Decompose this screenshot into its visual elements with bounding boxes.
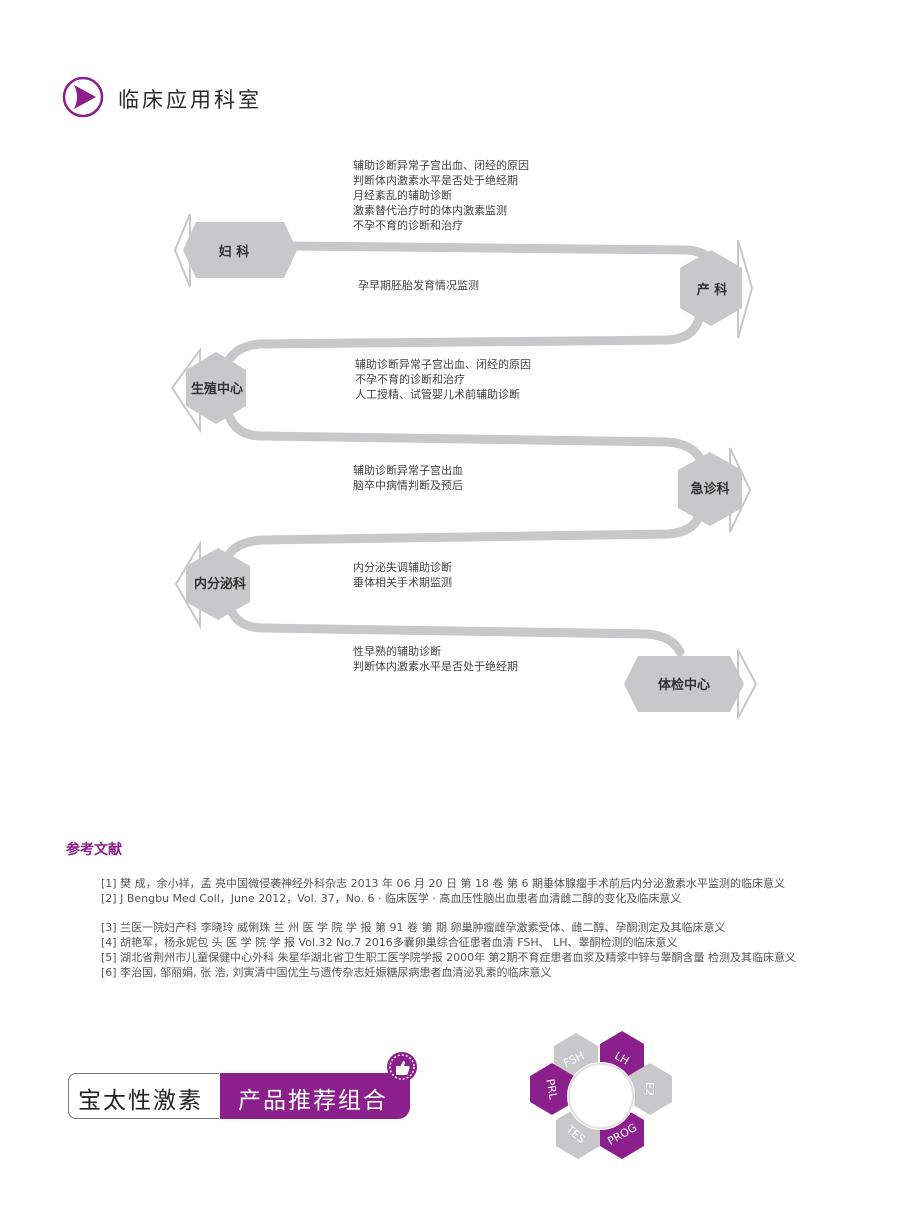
- reference-item: [6] 李治国, 邹丽娟, 张 浩, 刘寅清中国优生与遗传杂志妊娠糖尿病患者血清…: [101, 966, 552, 979]
- notes-emergency: 辅助诊断异常子宫出血 脑卒中病情判断及预后: [353, 463, 463, 493]
- notes-reproductive: 辅助诊断异常子宫出血、闭经的原因 不孕不育的诊断和治疗 人工授精、试管婴儿术前辅…: [355, 357, 531, 402]
- node-label-reproductive: 生殖中心: [191, 381, 243, 397]
- note-line: 辅助诊断异常子宫出血、闭经的原因: [355, 358, 531, 371]
- reference-item: [1] 樊 成，余小祥，孟 亮中国微侵袭神经外科杂志 2013 年 06 月 2…: [101, 877, 786, 890]
- node-label-gynecology: 妇 科: [218, 244, 250, 260]
- section-title: 临床应用科室: [118, 88, 262, 112]
- notes-gynecology: 辅助诊断异常子宫出血、闭经的原因 判断体内激素水平是否处于绝经期 月经紊乱的辅助…: [353, 158, 529, 233]
- note-line: 判断体内激素水平是否处于绝经期: [353, 660, 518, 673]
- reference-item: [5] 湖北省荆州市儿童保健中心外科 朱星华湖北省卫生职工医学院学报 2000年…: [101, 951, 797, 964]
- reference-item: [3] 兰医一院妇产科 李晓玲 威俐珠 兰 州 医 学 院 学 报 第 91 卷…: [101, 921, 726, 934]
- note-line: 辅助诊断异常子宫出血、闭经的原因: [353, 159, 529, 172]
- note-line: 月经紊乱的辅助诊断: [353, 189, 452, 202]
- thumbs-up-icon: [387, 1052, 417, 1082]
- flow-connectors: [223, 241, 717, 657]
- hex-prl: PRL: [530, 1063, 574, 1115]
- reference-item: [2] J Bengbu Med Coll，June 2012，Vol. 37，…: [101, 892, 682, 905]
- banner-right-text: 产品推荐组合: [238, 1088, 388, 1114]
- note-line: 性早熟的辅助诊断: [353, 645, 441, 658]
- note-line: 垂体相关手术期监测: [353, 576, 452, 589]
- references-list: [1] 樊 成，余小祥，孟 亮中国微侵袭神经外科杂志 2013 年 06 月 2…: [101, 876, 813, 980]
- note-line: 不孕不育的诊断和治疗: [353, 219, 463, 232]
- play-arrow-icon: [62, 76, 104, 118]
- node-reproductive: 生殖中心: [170, 346, 246, 434]
- hex-label-e2: E2: [643, 1082, 656, 1096]
- note-line: 孕早期胚胎发育情况监测: [358, 279, 479, 292]
- note-line: 内分泌失调辅助诊断: [353, 561, 452, 574]
- notes-endocrinology: 内分泌失调辅助诊断 垂体相关手术期监测: [353, 560, 452, 590]
- hex-label-prl: PRL: [543, 1078, 559, 1101]
- node-obstetrics: 产 科: [680, 239, 754, 339]
- hex-label-lh: LH: [612, 1049, 631, 1067]
- department-flow-diagram: 妇 科 产 科 生殖中心 急诊科 内分泌科 体检中心: [170, 213, 758, 719]
- node-gynecology: 妇 科: [173, 213, 297, 288]
- node-label-emergency: 急诊科: [690, 481, 729, 497]
- node-label-obstetrics: 产 科: [697, 282, 728, 298]
- hex-e2: E2: [628, 1063, 672, 1115]
- node-emergency: 急诊科: [678, 447, 752, 533]
- hormone-hex-ring: FSH LH E2 PROG TES PRL: [530, 1031, 672, 1159]
- note-line: 判断体内激素水平是否处于绝经期: [353, 174, 518, 187]
- note-line: 人工授精、试管婴儿术前辅助诊断: [355, 388, 520, 401]
- note-line: 激素替代治疗时的体内激素监测: [353, 204, 507, 217]
- references-title: 参考文献: [66, 842, 122, 858]
- banner-left-text: 宝太性激素: [78, 1088, 203, 1114]
- reference-item: [4] 胡艳军，杨永妮包 头 医 学 院 学 报 Vol.32 No.7 201…: [101, 936, 678, 949]
- notes-checkup: 性早熟的辅助诊断 判断体内激素水平是否处于绝经期: [353, 644, 518, 674]
- node-checkup: 体检中心: [624, 649, 758, 719]
- node-label-endocrinology: 内分泌科: [194, 576, 246, 592]
- note-line: 脑卒中病情判断及预后: [353, 479, 463, 492]
- note-line: 不孕不育的诊断和治疗: [355, 373, 465, 386]
- product-banner: 宝太性激素 产品推荐组合: [68, 1073, 410, 1119]
- node-endocrinology: 内分泌科: [174, 540, 250, 630]
- node-label-checkup: 体检中心: [658, 677, 710, 693]
- note-line: 辅助诊断异常子宫出血: [353, 464, 463, 477]
- notes-obstetrics: 孕早期胚胎发育情况监测: [358, 278, 479, 293]
